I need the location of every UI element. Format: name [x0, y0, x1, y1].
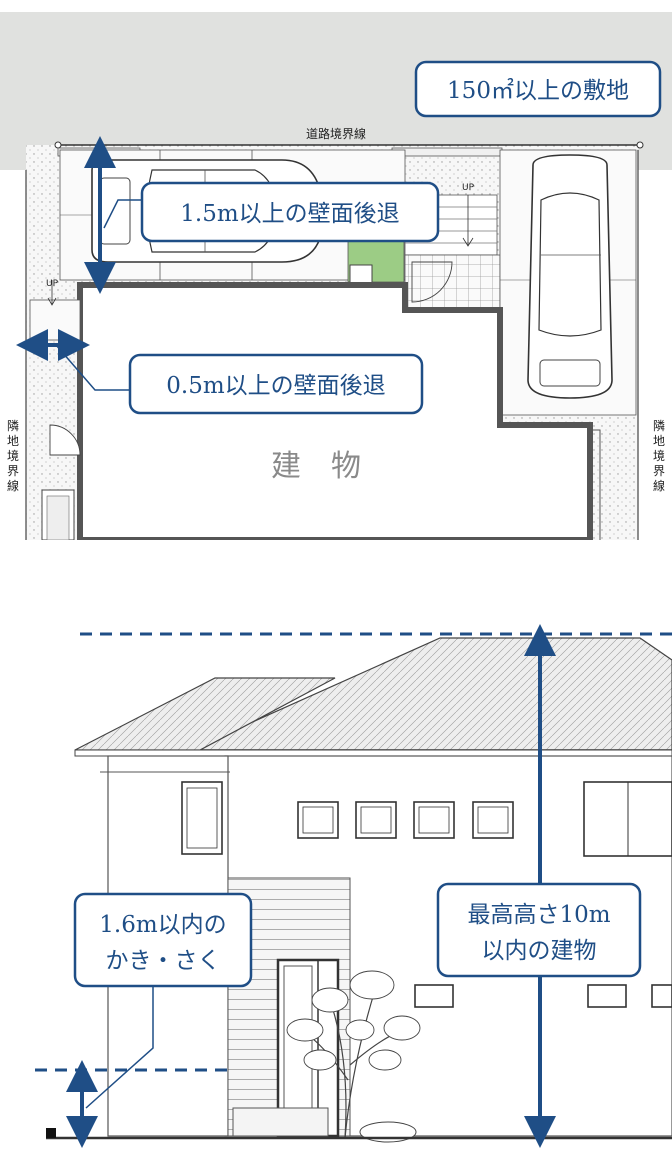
svg-text:境: 境	[653, 448, 665, 463]
height-label-line-1: 最高高さ10m	[467, 902, 610, 928]
svg-text:境: 境	[7, 448, 19, 463]
height-label-line-2: 以内の建物	[482, 938, 597, 964]
fence-label-line-1: 1.6m以内の	[99, 912, 226, 938]
site-area-callout: 150㎡以上の敷地	[414, 60, 662, 118]
road-boundary-label: 道路境界線	[306, 126, 366, 141]
svg-text:地: 地	[7, 434, 19, 448]
side-setback-callout: 0.5m以上の壁面後退	[128, 353, 424, 415]
building-label: 建 物	[271, 449, 361, 484]
site-area-label: 150㎡以上の敷地	[447, 78, 629, 104]
fence-label-line-2: かき・さく	[106, 948, 221, 974]
front-setback-callout: 1.5m以上の壁面後退	[140, 181, 440, 243]
site-plan: 道路境界線 UP 建 物 UP	[0, 12, 672, 540]
low-wall	[232, 1107, 329, 1137]
tree	[286, 970, 421, 1139]
side-setback-label: 0.5m以上の壁面後退	[166, 373, 385, 399]
car-right	[527, 154, 613, 399]
svg-text:界: 界	[7, 464, 19, 478]
svg-text:隣: 隣	[7, 418, 19, 433]
height-callout: 最高高さ10m 以内の建物	[436, 882, 642, 978]
fence-callout: 1.6m以内の かき・さく	[73, 892, 253, 988]
windows	[181, 781, 672, 1008]
front-setback-label: 1.5m以上の壁面後退	[180, 201, 399, 227]
svg-text:隣: 隣	[653, 418, 665, 433]
right-boundary-label: 隣 地 境 界 線	[653, 418, 665, 493]
svg-text:線: 線	[7, 478, 19, 493]
elevation-view: 1.6m以内の かき・さく 最高高さ10m 以内の建物	[35, 624, 672, 1148]
entrance-up-label: UP	[462, 183, 475, 193]
left-boundary-label: 隣 地 境 界 線	[7, 418, 19, 493]
svg-text:地: 地	[653, 434, 665, 448]
svg-text:界: 界	[653, 464, 665, 478]
side-up-label: UP	[46, 279, 59, 289]
svg-text:線: 線	[653, 478, 665, 493]
